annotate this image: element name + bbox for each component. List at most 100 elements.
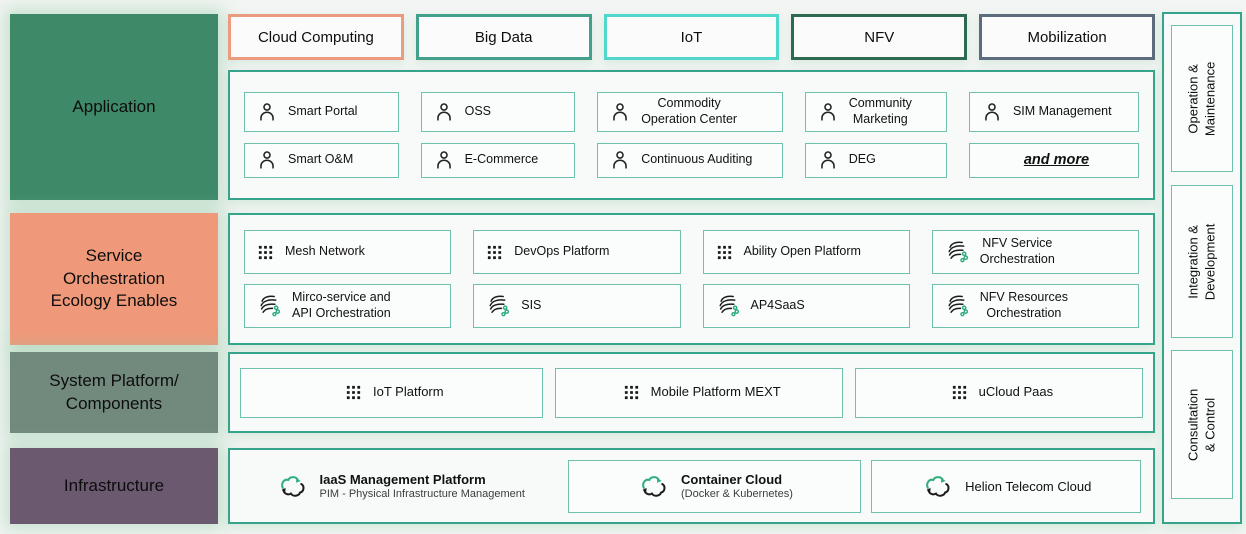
orchestration-icon [944, 239, 970, 265]
grid-icon [950, 383, 969, 402]
person-icon [433, 101, 455, 123]
tab-label: IoT [680, 28, 703, 46]
tab-label: Cloud Computing [257, 28, 374, 46]
item-label: DEG [848, 152, 876, 167]
item-label: Mobile Platform MEXT [650, 384, 781, 400]
item-devops-platform[interactable]: DevOps Platform [473, 230, 681, 274]
tab-nfv[interactable]: NFV [791, 14, 968, 60]
item-label: IaaS Management Platform [319, 472, 486, 487]
item-label: uCloud Paas [978, 384, 1054, 400]
item-mesh-network[interactable]: Mesh Network [244, 230, 452, 274]
person-icon [609, 149, 631, 171]
item-label: Commodity Operation Center [641, 96, 738, 126]
row-label-application: Application [10, 14, 218, 200]
service-orchestration-section: Mesh Network DevOps Platform Ability Open … [228, 213, 1155, 345]
item-text: Container Cloud(Docker & Kubernetes) [681, 472, 793, 500]
item-smart-portal[interactable]: Smart Portal [244, 92, 399, 132]
sidebar-consultation-control: Consultation & Control [1171, 350, 1233, 499]
sidebar-integration-development: Integration & Development [1171, 185, 1233, 338]
tab-label: NFV [864, 28, 895, 46]
person-icon [256, 101, 278, 123]
item-label: NFV Resources Orchestration [979, 290, 1068, 320]
item-label: SIS [521, 298, 542, 313]
tab-cloud-computing[interactable]: Cloud Computing [228, 14, 404, 60]
item-text: Helion Telecom Cloud [965, 479, 1091, 494]
item-label: Smart Portal [288, 104, 358, 119]
technology-tabs-row: Cloud Computing Big Data IoT NFV Mobilizatio… [228, 14, 1155, 60]
orchestration-icon [944, 293, 970, 319]
row-label-service-orchestration: Service Orchestration Ecology Enables [10, 213, 218, 345]
tab-iot[interactable]: IoT [603, 14, 780, 60]
person-icon [609, 101, 631, 123]
item-ability-open-platform[interactable]: Ability Open Platform [702, 230, 910, 274]
orchestration-icon [256, 293, 282, 319]
diagram-body: Cloud Computing Big Data IoT NFV Mobilizatio… [228, 0, 1155, 534]
tab-label: Big Data [474, 28, 533, 46]
item-label: Ability Open Platform [743, 244, 861, 259]
item-label: NFV Service Orchestration [979, 236, 1055, 266]
item-mobile-platform-mext[interactable]: Mobile Platform MEXT [554, 367, 843, 418]
item-nfv-resources-orchestration[interactable]: NFV Resources Orchestration [931, 284, 1139, 328]
grid-icon [344, 383, 363, 402]
item-e-commerce[interactable]: E-Commerce [420, 142, 576, 178]
cloud-sync-icon [637, 473, 669, 499]
sidebar-operation-maintenance: Operation & Maintenance [1171, 25, 1233, 172]
item-sublabel: PIM - Physical Infrastructure Management [319, 488, 525, 500]
item-label: Helion Telecom Cloud [965, 478, 1092, 494]
item-label: Community Marketing [848, 96, 912, 126]
person-icon [981, 101, 1003, 123]
item-ucloud-paas[interactable]: uCloud Paas [854, 367, 1143, 418]
item-container-cloud[interactable]: Container Cloud(Docker & Kubernetes) [568, 459, 862, 513]
item-label: and more [1023, 152, 1090, 169]
item-label: E-Commerce [464, 152, 539, 167]
grid-icon [485, 243, 504, 262]
person-icon [433, 149, 455, 171]
system-platform-section: IoT Platform Mobile Platform MEXT uCloud P… [228, 352, 1155, 433]
grid-icon [622, 383, 641, 402]
item-label: SIM Management [1012, 104, 1112, 119]
item-nfv-service-orchestration[interactable]: NFV Service Orchestration [931, 230, 1139, 274]
item-continuous-auditing[interactable]: Continuous Auditing [597, 142, 783, 178]
tab-mobilization[interactable]: Mobilization [979, 14, 1155, 60]
orchestration-icon [715, 293, 741, 319]
item-label: Container Cloud [680, 472, 783, 487]
item-label: Smart O&M [288, 152, 354, 167]
item-and-more[interactable]: and more [968, 142, 1139, 178]
item-label: Mirco-service and API Orchestration [292, 290, 391, 320]
item-ap4saas[interactable]: AP4SaaS [702, 284, 910, 328]
item-label: Mesh Network [285, 244, 365, 259]
person-icon [817, 149, 839, 171]
item-sublabel: (Docker & Kubernetes) [680, 488, 793, 500]
row-label-text: System Platform/ Components [49, 370, 179, 413]
item-deg[interactable]: DEG [804, 142, 947, 178]
cloud-sync-icon [276, 473, 308, 499]
item-sim-management[interactable]: SIM Management [968, 92, 1139, 132]
item-helion-telecom-cloud[interactable]: Helion Telecom Cloud [871, 459, 1141, 513]
item-label: IoT Platform [373, 384, 444, 400]
row-label-system-platform: System Platform/ Components [10, 352, 218, 433]
row-label-text: Service Orchestration Ecology Enables [50, 245, 178, 311]
row-label-text: Application [72, 96, 156, 116]
item-label: DevOps Platform [514, 244, 610, 259]
item-oss[interactable]: OSS [420, 92, 576, 132]
item-iot-platform[interactable]: IoT Platform [240, 367, 543, 418]
tab-big-data[interactable]: Big Data [415, 14, 592, 60]
sidebar-label: Consultation & Control [1185, 388, 1217, 461]
item-commodity-operation-center[interactable]: Commodity Operation Center [597, 92, 783, 132]
item-sis[interactable]: SIS [473, 284, 681, 328]
person-icon [817, 101, 839, 123]
sidebar-label: Integration & Development [1185, 223, 1218, 300]
item-mirco-service-and-api-orchestration[interactable]: Mirco-service and API Orchestration [244, 284, 452, 328]
item-community-marketing[interactable]: Community Marketing [804, 92, 947, 132]
row-label-text: Infrastructure [63, 475, 165, 495]
grid-icon [715, 243, 734, 262]
tab-label: Mobilization [1027, 28, 1107, 46]
orchestration-icon [485, 293, 511, 319]
item-smart-o-m[interactable]: Smart O&M [244, 142, 399, 178]
row-label-infrastructure: Infrastructure [10, 448, 218, 524]
